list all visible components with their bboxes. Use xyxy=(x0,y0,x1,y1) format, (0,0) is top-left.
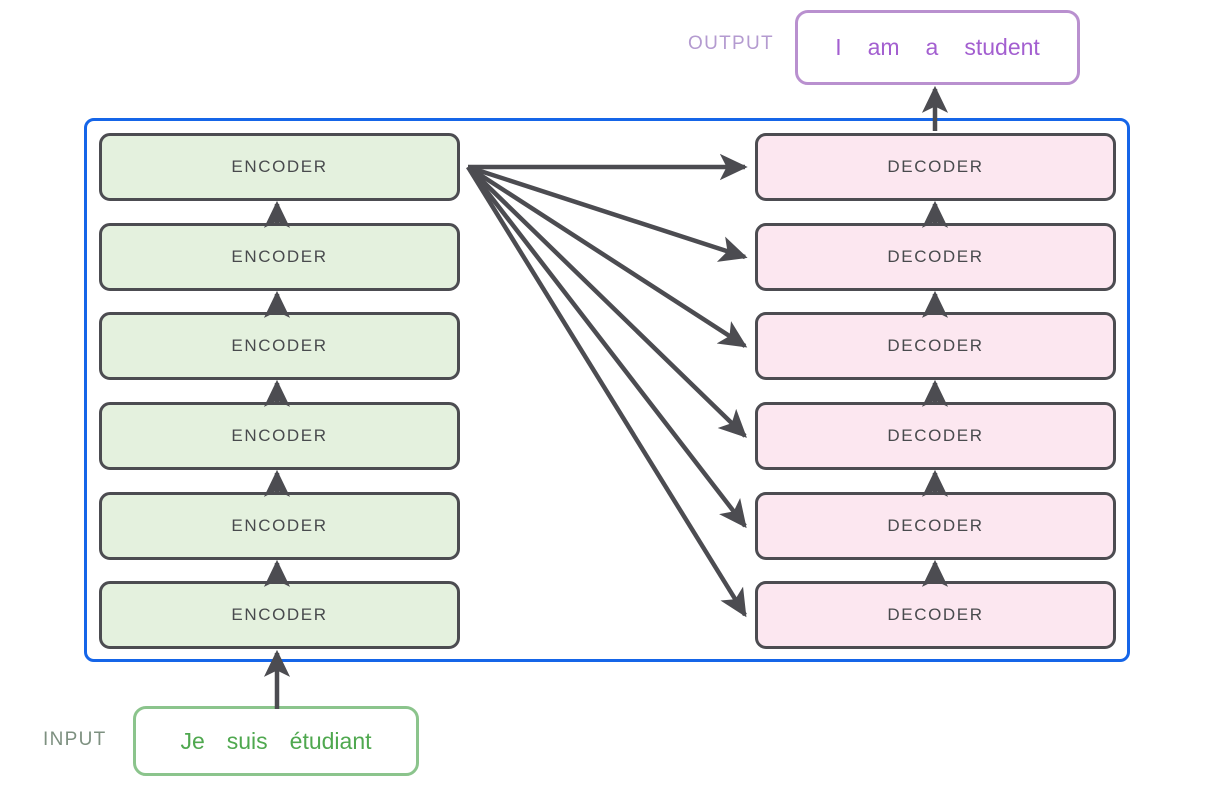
decoder-block-2[interactable]: DECODER xyxy=(755,492,1116,560)
encoder-block-label: ENCODER xyxy=(231,605,328,624)
input-box[interactable]: Je suis étudiant xyxy=(133,706,419,776)
encoder-block-4[interactable]: ENCODER xyxy=(99,312,460,380)
input-token: étudiant xyxy=(289,727,372,754)
encoder-block-2[interactable]: ENCODER xyxy=(99,492,460,560)
output-tokens: I am a student xyxy=(822,34,1053,61)
decoder-block-6[interactable]: DECODER xyxy=(755,133,1116,201)
encoder-block-label: ENCODER xyxy=(231,426,328,445)
decoder-block-4[interactable]: DECODER xyxy=(755,312,1116,380)
encoder-block-label: ENCODER xyxy=(231,247,328,266)
output-token: am xyxy=(867,34,900,60)
encoder-block-5[interactable]: ENCODER xyxy=(99,223,460,291)
input-token: suis xyxy=(226,727,268,754)
decoder-block-5[interactable]: DECODER xyxy=(755,223,1116,291)
decoder-block-label: DECODER xyxy=(887,605,984,624)
encoder-block-label: ENCODER xyxy=(231,516,328,535)
decoder-block-1[interactable]: DECODER xyxy=(755,581,1116,649)
encoder-block-label: ENCODER xyxy=(231,336,328,355)
encoder-block-1[interactable]: ENCODER xyxy=(99,581,460,649)
output-token: a xyxy=(925,34,939,60)
encoder-block-label: ENCODER xyxy=(231,157,328,176)
decoder-block-3[interactable]: DECODER xyxy=(755,402,1116,470)
decoder-block-label: DECODER xyxy=(887,426,984,445)
decoder-block-label: DECODER xyxy=(887,247,984,266)
output-box[interactable]: I am a student xyxy=(795,10,1080,85)
encoder-decoder-stack-container xyxy=(84,118,1130,662)
input-token: Je xyxy=(180,727,205,754)
encoder-block-6[interactable]: ENCODER xyxy=(99,133,460,201)
decoder-block-label: DECODER xyxy=(887,516,984,535)
output-label: OUTPUT xyxy=(688,33,774,54)
output-token: I xyxy=(835,34,842,60)
input-tokens: Je suis étudiant xyxy=(169,728,382,755)
decoder-block-label: DECODER xyxy=(887,157,984,176)
output-token: student xyxy=(964,34,1040,60)
decoder-block-label: DECODER xyxy=(887,336,984,355)
encoder-block-3[interactable]: ENCODER xyxy=(99,402,460,470)
input-label: INPUT xyxy=(43,729,107,750)
